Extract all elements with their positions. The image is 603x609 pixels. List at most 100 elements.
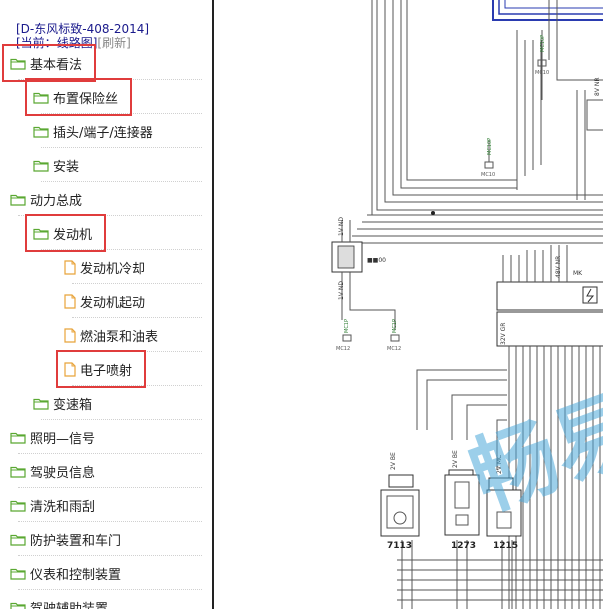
highlight-box — [2, 44, 96, 82]
tree-item[interactable]: 布置保险丝 — [33, 86, 118, 108]
tree-item[interactable]: 变速箱 — [33, 392, 92, 414]
folder-icon — [10, 533, 26, 546]
folder-icon — [10, 601, 26, 609]
label-mc10p-top: MC10P — [540, 35, 546, 52]
tree-item-label: 变速箱 — [53, 397, 93, 413]
tree-separator — [18, 589, 202, 590]
component-7113: 2V BE 7113 — [380, 452, 420, 551]
tree-item[interactable]: 照明—信号 — [10, 426, 95, 448]
document-icon — [64, 327, 76, 343]
navigation-sidebar: [D-东风标致-408-2014] [当前：线路图][刷新] 基本看法布置保险丝… — [0, 0, 212, 609]
label-mc12-b: MC12 — [387, 346, 401, 352]
highlight-box — [25, 78, 132, 116]
current-view-indicator: [当前：线路图][刷新] — [16, 34, 131, 51]
tree-separator — [72, 317, 202, 318]
label-mc10: MC10 — [481, 172, 495, 178]
tree-item-label: 发动机 — [53, 227, 93, 243]
label-1273: 1273 — [451, 541, 476, 551]
tree-item-label: 照明—信号 — [30, 431, 96, 447]
current-suffix: ] — [92, 36, 98, 50]
tree-item-label: 驾驶员信息 — [30, 465, 96, 481]
connector-marker-mc10p-top: MC10P MC10 — [535, 30, 549, 76]
tree-separator — [41, 147, 202, 148]
tree-item[interactable]: 插头/端子/连接器 — [33, 120, 153, 142]
tree-separator — [41, 419, 202, 420]
tree-item[interactable]: 电子喷射 — [64, 358, 132, 380]
upper-wires — [347, 0, 603, 244]
folder-icon — [33, 91, 49, 104]
tree-item-label: 基本看法 — [30, 57, 83, 73]
wiring-diagram: MC10P MC10 MC10P MC10 8V NR 1V ND 1V ND … — [331, 0, 603, 609]
tree-item[interactable]: 安装 — [33, 154, 79, 176]
highlight-box — [56, 350, 146, 388]
tree-item-label: 燃油泵和油表 — [80, 329, 159, 345]
tree-item-label: 插头/端子/连接器 — [53, 125, 153, 141]
label-mc1p: MC1P — [344, 319, 350, 333]
tree-item[interactable]: 基本看法 — [10, 52, 82, 74]
tree-item-label: 清洗和雨刮 — [30, 499, 96, 515]
tree-separator — [72, 385, 202, 386]
tree-item[interactable]: 防护装置和车门 — [10, 528, 121, 550]
wire-junction — [431, 211, 435, 215]
folder-icon — [10, 431, 26, 444]
tree-item[interactable]: 驾驶员信息 — [10, 460, 95, 482]
tree-item[interactable]: 驾驶辅助装置 — [10, 596, 108, 609]
tree-separator — [41, 249, 202, 250]
document-icon — [64, 259, 76, 275]
tree-separator — [18, 521, 202, 522]
tree-item-label: 布置保险丝 — [53, 91, 119, 107]
label-1215-conn: 2V MC — [496, 455, 503, 474]
tree-separator — [18, 555, 202, 556]
tree-item-label: 电子喷射 — [80, 363, 133, 379]
connector-1v-nd-block: 1V ND 1V ND ■■00 MC12 MC12 MC1P MC1P — [331, 217, 401, 352]
label-mc1p-b: MC1P — [392, 319, 398, 333]
tree-item-label: 发动机冷却 — [80, 261, 146, 277]
label-7113-conn: 2V BE — [390, 452, 397, 470]
tree-separator — [18, 215, 202, 216]
folder-icon — [10, 499, 26, 512]
folder-icon — [10, 567, 26, 580]
folder-icon — [33, 125, 49, 138]
tree-item-label: 安装 — [53, 159, 80, 175]
current-view-link[interactable]: 线路图 — [56, 36, 93, 50]
tree-item[interactable]: 发动机 — [33, 222, 92, 244]
connector-8v-nr: 8V NR — [586, 78, 603, 131]
label-mk: MK — [573, 270, 583, 277]
tree-item[interactable]: 清洗和雨刮 — [10, 494, 95, 516]
label-32v-gr: 32V GR — [500, 323, 507, 345]
current-prefix: [当前： — [16, 36, 57, 50]
tree-separator — [72, 283, 202, 284]
refresh-link[interactable]: [刷新] — [97, 36, 131, 50]
pane-divider[interactable] — [212, 0, 217, 609]
folder-icon — [10, 193, 26, 206]
highlight-box — [25, 214, 106, 252]
tree-item[interactable]: 仪表和控制装置 — [10, 562, 121, 584]
connector-marker-mc10p-mid: MC10P MC10 — [481, 138, 495, 178]
tree-item-label: 防护装置和车门 — [30, 533, 122, 549]
folder-icon — [33, 397, 49, 410]
component-1215: 2V MC 1215 — [486, 455, 522, 551]
label-mc10-top: MC10 — [535, 70, 549, 76]
tree-separator — [18, 487, 202, 488]
label-square-tag: ■■00 — [367, 257, 386, 264]
ecu-connector-strip: 48V NR 32V GR MK — [496, 256, 603, 347]
folder-icon — [33, 227, 49, 240]
label-mc12: MC12 — [336, 346, 350, 352]
lower-wires — [397, 245, 603, 609]
tree-item[interactable]: 燃油泵和油表 — [64, 324, 158, 346]
tree-item-label: 仪表和控制装置 — [30, 567, 122, 583]
component-1273: 2V BE 1273 — [444, 450, 480, 551]
tree-item[interactable]: 发动机冷却 — [64, 256, 145, 278]
tree-item[interactable]: 发动机起动 — [64, 290, 145, 312]
label-1273-conn: 2V BE — [452, 450, 459, 468]
tree-item-label: 发动机起动 — [80, 295, 146, 311]
tree-item-label: 动力总成 — [30, 193, 83, 209]
tree-item-label: 驾驶辅助装置 — [30, 601, 109, 609]
folder-icon — [33, 159, 49, 172]
wiring-diagram-view[interactable]: MC10P MC10 MC10P MC10 8V NR 1V ND 1V ND … — [217, 0, 603, 609]
tree-item[interactable]: 动力总成 — [10, 188, 82, 210]
top-bus-lines — [492, 0, 603, 21]
document-icon — [64, 361, 76, 377]
label-1215: 1215 — [493, 541, 518, 551]
label-8v-nr: 8V NR — [594, 78, 601, 97]
